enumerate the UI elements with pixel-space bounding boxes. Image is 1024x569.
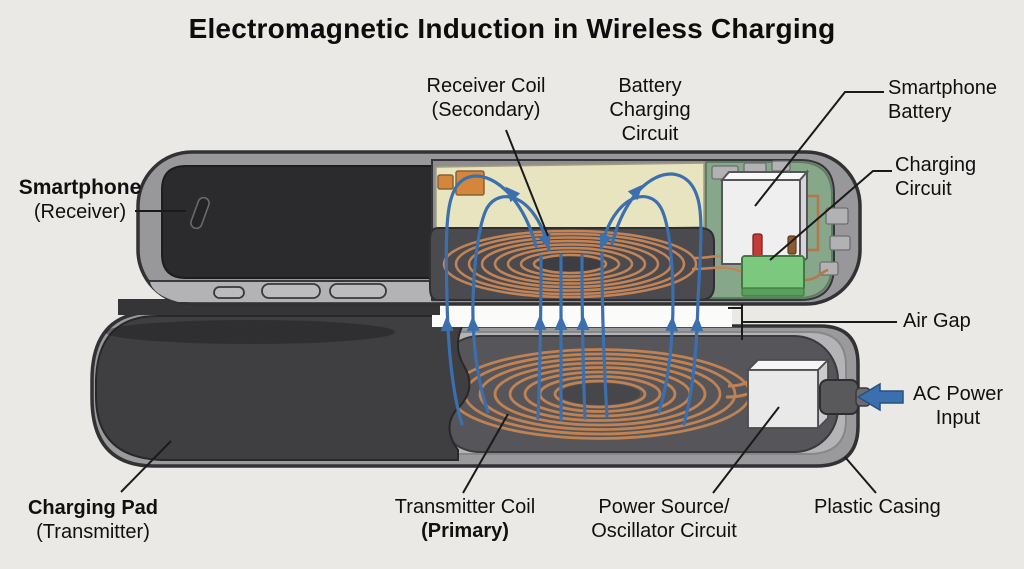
smartphone-illustration bbox=[136, 150, 862, 306]
field-line-arrowheads bbox=[440, 184, 704, 332]
label-charging-circuit: Charging Circuit bbox=[895, 154, 977, 200]
diagram-title: Electromagnetic Induction in Wireless Ch… bbox=[188, 13, 836, 44]
phone-screen bbox=[161, 165, 433, 279]
ac-power-arrow-icon bbox=[856, 382, 904, 412]
label-battery-charging-circuit: Battery Charging Circuit bbox=[609, 75, 691, 145]
leader-smartphone-battery bbox=[754, 91, 884, 207]
label-plastic-casing: Plastic Casing bbox=[814, 496, 941, 518]
label-smartphone-battery: Smartphone Battery bbox=[888, 77, 997, 123]
magnetic-field-lines bbox=[444, 172, 703, 426]
transmitter-coil bbox=[448, 348, 752, 440]
ac-connector bbox=[819, 379, 859, 415]
leader-transmitter-coil bbox=[462, 413, 509, 494]
label-charging-pad: Charging Pad (Transmitter) bbox=[27, 497, 159, 543]
power-source-oscillator-box bbox=[745, 357, 831, 431]
label-ac-power-input: AC Power Input bbox=[912, 383, 1004, 429]
label-smartphone-receiver: Smartphone (Receiver) bbox=[18, 176, 142, 223]
leader-receiver-coil bbox=[505, 129, 549, 237]
phone-shadow bbox=[105, 320, 395, 344]
label-receiver-coil: Receiver Coil (Secondary) bbox=[426, 75, 546, 121]
red-component bbox=[752, 233, 763, 257]
charging-pad-illustration bbox=[90, 310, 871, 468]
phone-side-buttons bbox=[213, 283, 387, 299]
earpiece-speaker-icon bbox=[190, 196, 210, 230]
leader-lines bbox=[120, 91, 897, 494]
leader-air-gap bbox=[728, 304, 897, 340]
label-air-gap: Air Gap bbox=[903, 310, 971, 332]
label-transmitter-coil: Transmitter Coil (Primary) bbox=[394, 496, 536, 542]
pad-top-surface bbox=[95, 315, 471, 461]
charging-circuit-chip bbox=[741, 255, 805, 297]
phone-battery-sheet bbox=[435, 162, 705, 234]
leader-charging-circuit bbox=[769, 170, 892, 261]
label-power-source: Power Source/ Oscillator Circuit bbox=[591, 496, 737, 542]
pcb-copper-traces bbox=[803, 194, 829, 282]
leader-power-source bbox=[712, 406, 780, 494]
receiver-coil bbox=[442, 229, 698, 299]
leader-plastic-casing bbox=[844, 456, 877, 494]
leader-charging-pad bbox=[120, 440, 172, 493]
